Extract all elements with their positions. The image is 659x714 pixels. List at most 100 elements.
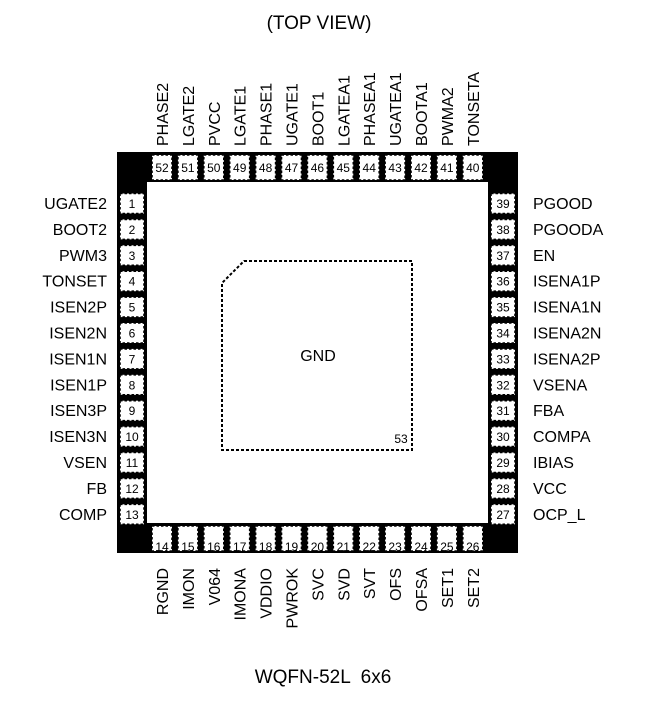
pin-pad-left [119,503,145,526]
pin-name: SVC [310,568,327,601]
pin-name: VCC [533,481,567,498]
pin-number: 8 [129,378,136,392]
pin-number: 41 [440,161,454,175]
pin-pad-right [490,477,516,500]
pin-number: 31 [496,404,510,418]
pin-number: 17 [233,540,247,554]
pin-pad-top [254,154,277,181]
pin-pad-top [358,154,381,181]
pin-name: FBA [533,403,564,420]
pin-number: 48 [259,161,273,175]
pin-pad-bottom [436,525,458,552]
pin-number: 13 [125,508,139,522]
pin-number: 34 [496,327,510,341]
pin-pad-top [228,154,251,181]
exposed-pad-label: GND [300,348,336,365]
pin-name: IMON [181,568,198,610]
pin-number: 12 [125,482,139,496]
pin-number: 20 [311,540,325,554]
pin-name: PWROK [285,568,302,629]
pin-pad-top [203,154,225,181]
pin-name: UGATEA1 [388,72,405,146]
pin-pad-left [119,373,145,396]
pin-pad-bottom [203,525,225,552]
pin-number: 9 [129,404,136,418]
pin-number: 39 [496,197,510,211]
pin-number: 33 [496,352,510,366]
pin-pad-left [119,322,145,344]
pin-pad-left [119,192,145,215]
pin-name: PWM3 [59,248,107,265]
pin-name: PVCC [207,102,224,146]
pin-number: 42 [414,161,428,175]
pin-name: EN [533,248,555,265]
pin-number: 25 [440,540,454,554]
pin-pad-right [490,399,516,422]
pins-group: 1UGATE22BOOT23PWM34TONSET5ISEN2P6ISEN2N7… [42,72,603,629]
pin-pad-bottom [254,525,277,552]
pin-name: ISENA2N [533,326,601,343]
pin-pad-left [119,244,145,267]
pin-number: 30 [496,430,510,444]
pin-number: 38 [496,223,510,237]
pin-name: LGATE1 [233,86,250,146]
pin-number: 3 [129,249,136,263]
pin-name: SET1 [440,568,457,608]
pin-name: UGATE2 [44,196,107,213]
pin-number: 21 [337,540,351,554]
pin-pad-right [490,348,516,370]
pin-number: 4 [129,275,136,289]
pin-number: 50 [207,161,221,175]
pin-name: PHASE1 [259,83,276,146]
pin-name: BOOT2 [53,222,107,239]
pin-pad-left [119,296,145,318]
pin-number: 7 [129,352,136,366]
pin-pad-left [119,425,145,448]
pin-name: SVT [362,568,379,599]
pin-name: ISEN3P [50,403,107,420]
pin-pad-left [119,348,145,370]
pin-name: ISENA1N [533,300,601,317]
pin-pad-right [490,425,516,448]
pin-pad-bottom [358,525,381,552]
pin-name: ISEN1P [50,377,107,394]
pin-pad-top [280,154,303,181]
pin-number: 46 [311,161,325,175]
pin-pad-right [490,322,516,344]
pin-number: 29 [496,456,510,470]
pin-pad-top [332,154,355,181]
pin-number: 6 [129,327,136,341]
pin-name: LGATE2 [181,86,198,146]
pin-pad-bottom [461,525,484,552]
pin-pad-right [490,503,516,526]
pin-number: 27 [496,508,510,522]
pin-number: 44 [363,161,377,175]
pin-name: SVD [336,568,353,601]
pin-pad-bottom [410,525,432,552]
pin-name: COMPA [533,429,591,446]
pin-number: 22 [363,540,377,554]
pin-name: OFSA [414,568,431,612]
pin-number: 5 [129,301,136,315]
pin-pad-right [490,373,516,396]
pin-pad-top [151,154,173,181]
pin-name: TONSETA [466,72,483,146]
pin-pad-bottom [228,525,251,552]
pin-pad-left [119,399,145,422]
pin-name: ISEN3N [49,429,107,446]
exposed-pad-number: 53 [394,432,408,446]
exposed-pad [221,260,413,451]
pin-number: 40 [466,161,480,175]
pin-number: 15 [181,540,195,554]
pin-number: 45 [337,161,351,175]
pin-name: UGATE1 [285,83,302,146]
pin-number: 36 [496,275,510,289]
pin-pad-top [384,154,406,181]
pin-number: 37 [496,249,510,263]
pin-name: OFS [388,568,405,601]
pin-number: 49 [233,161,247,175]
pin-name: V064 [207,568,224,605]
diagram-title: (TOP VIEW) [267,13,372,34]
pin-number: 24 [414,540,428,554]
